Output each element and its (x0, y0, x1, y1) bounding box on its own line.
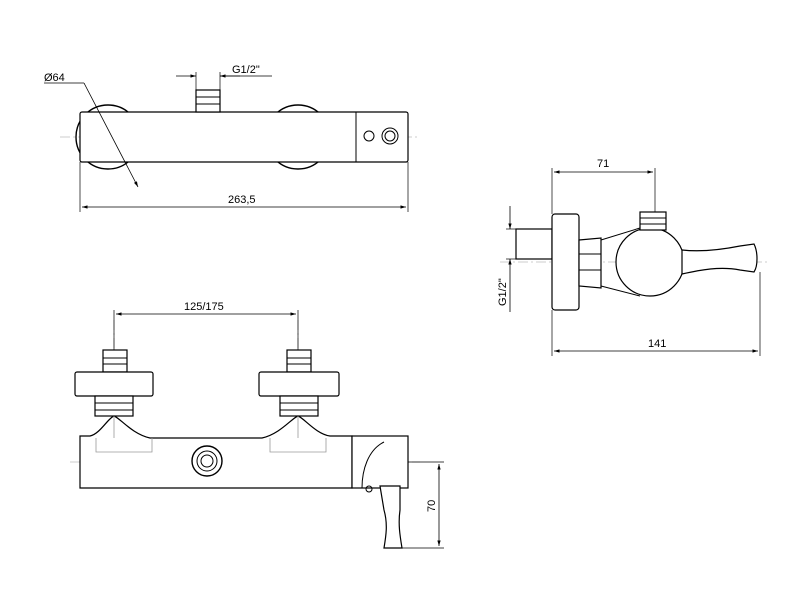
top-diameter-label: Ø64 (44, 72, 65, 84)
side-flange (551, 213, 580, 311)
front-centers-label: 125/175 (184, 301, 224, 313)
side-total-label: 141 (648, 338, 666, 350)
side-nut (578, 237, 602, 289)
side-body (615, 227, 685, 297)
front-right-nut (279, 395, 319, 417)
front-outlet-ring (191, 445, 223, 477)
front-right-flange (258, 371, 340, 397)
side-depth-label: 71 (597, 158, 609, 170)
front-right-connector (286, 349, 312, 373)
top-length-label: 263,5 (228, 194, 256, 206)
front-left-connector (102, 349, 128, 373)
top-hole-large (381, 127, 399, 145)
front-lever (379, 485, 403, 549)
front-left-flange (74, 371, 154, 397)
front-left-nut (94, 395, 134, 417)
top-connector (195, 89, 221, 113)
top-hole-small (363, 130, 375, 142)
front-height-label: 70 (426, 500, 438, 512)
top-thread-label: G1/2" (232, 64, 260, 76)
side-top-connector (639, 211, 667, 231)
top-view: Ø64 G1/2" 263,5 (44, 64, 420, 212)
side-view: 71 G1/2" 141 (497, 158, 770, 356)
side-lever (681, 243, 758, 275)
front-view: 125/175 70 (70, 301, 444, 549)
side-thread-label: G1/2" (497, 278, 509, 306)
side-wall-connector (515, 228, 553, 260)
top-body (79, 111, 409, 163)
front-body (79, 415, 353, 489)
